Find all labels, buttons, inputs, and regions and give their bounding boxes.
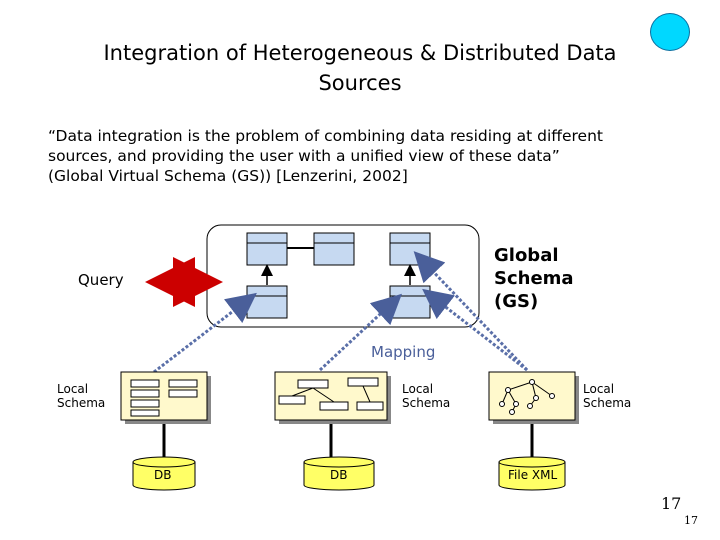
- page-number-small: 17: [684, 514, 698, 527]
- mapping-arrow-1: [153, 292, 257, 374]
- gs-table-3: [389, 232, 431, 266]
- page-number: 17: [661, 494, 682, 513]
- mapping-label: Mapping: [371, 343, 436, 361]
- local-schema-box-3: [488, 371, 579, 424]
- gs-label-line-3: (GS): [494, 291, 539, 312]
- query-label: Query: [78, 271, 124, 289]
- local-schema-box-2: [274, 371, 391, 424]
- local-schema-2-line-1: Local: [402, 382, 434, 396]
- gs-label-line-2: Schema: [494, 268, 574, 289]
- gs-table-2: [313, 232, 355, 266]
- gs-table-4: [246, 285, 288, 319]
- quote-line-1: “Data integration is the problem of comb…: [48, 127, 603, 145]
- decorative-circle: [650, 13, 690, 51]
- db-label-3: File XML: [508, 468, 558, 482]
- title-line-1: Integration of Heterogeneous & Distribut…: [103, 41, 617, 65]
- gs-label-line-1: Global: [494, 245, 559, 266]
- db-label-1: DB: [154, 468, 172, 482]
- db-cylinder-2: [303, 456, 375, 491]
- gs-table-1: [246, 232, 288, 266]
- local-schema-1-line-2: Schema: [57, 396, 106, 410]
- mapping-arrow-2: [318, 293, 402, 372]
- quote-line-3: (Global Virtual Schema (GS)) [Lenzerini,…: [48, 167, 408, 185]
- local-schema-label-2: Local Schema: [402, 382, 450, 410]
- local-schema-3-line-2: Schema: [583, 396, 632, 410]
- db-cylinder-3: [498, 456, 566, 491]
- slide-title: Integration of Heterogeneous & Distribut…: [60, 38, 660, 98]
- local-schema-label-1: Local Schema: [57, 382, 105, 410]
- local-schema-1-line-1: Local: [57, 382, 89, 396]
- db-cylinder-1: [132, 456, 196, 491]
- local-schema-box-1: [120, 371, 211, 424]
- local-schema-3-line-1: Local: [583, 382, 615, 396]
- definition-quote: “Data integration is the problem of comb…: [48, 126, 688, 186]
- local-schema-label-3: Local Schema: [583, 382, 631, 410]
- db-label-2: DB: [330, 468, 348, 482]
- global-schema-label: Global Schema (GS): [494, 244, 574, 313]
- title-line-2: Sources: [318, 71, 402, 95]
- gs-table-5: [389, 285, 431, 319]
- local-schema-2-line-2: Schema: [402, 396, 451, 410]
- quote-line-2: sources, and providing the user with a u…: [48, 147, 560, 165]
